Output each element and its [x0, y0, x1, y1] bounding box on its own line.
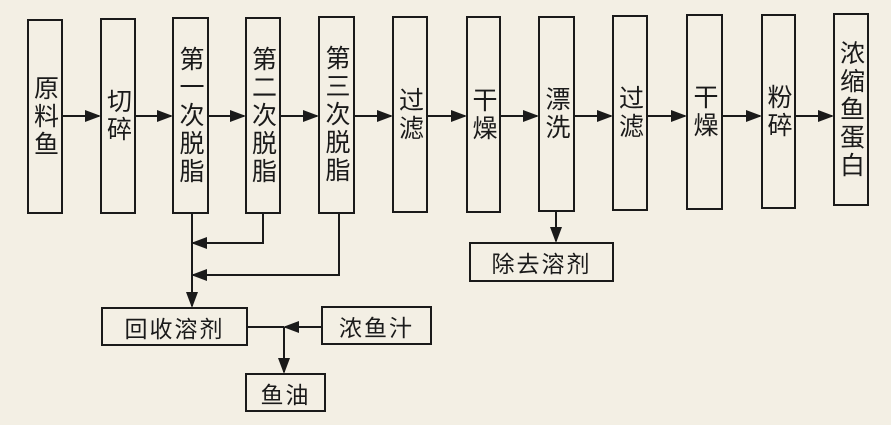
box-label: 除去溶剂 — [491, 252, 592, 278]
step-third-degrease: 第三次脱脂 — [318, 16, 355, 214]
step-label: 过滤 — [395, 86, 425, 143]
step-label: 第二次脱脂 — [248, 45, 278, 186]
step-label: 浓缩鱼蛋白 — [836, 39, 866, 180]
step-first-degrease: 第一次脱脂 — [172, 17, 209, 214]
step-rinse: 漂洗 — [538, 16, 575, 212]
step-label: 原料鱼 — [30, 74, 60, 159]
box-recover-solvent: 回收溶剂 — [101, 307, 248, 346]
step-filter-2: 过滤 — [612, 15, 648, 211]
box-fish-oil: 鱼油 — [245, 373, 326, 412]
step-label: 切碎 — [103, 88, 133, 144]
step-label: 过滤 — [615, 85, 645, 141]
step-label: 第一次脱脂 — [176, 45, 205, 186]
step-dry-1: 干燥 — [466, 16, 501, 213]
box-label: 回收溶剂 — [124, 316, 225, 343]
step-raw-fish: 原料鱼 — [27, 19, 63, 214]
box-label: 鱼油 — [260, 382, 311, 409]
step-dry-2: 干燥 — [686, 14, 723, 210]
box-remove-solvent: 除去溶剂 — [469, 242, 614, 282]
step-label: 干燥 — [690, 84, 719, 140]
step-label: 第三次脱脂 — [322, 45, 351, 185]
arrow — [191, 214, 340, 281]
step-mince: 切碎 — [100, 18, 136, 214]
box-label: 浓鱼汁 — [339, 315, 414, 342]
arrow — [191, 214, 264, 249]
box-fish-juice: 浓鱼汁 — [321, 306, 432, 345]
step-label: 粉碎 — [764, 83, 793, 140]
step-pulverize: 粉碎 — [761, 14, 796, 209]
step-label: 干燥 — [469, 86, 498, 143]
step-label: 漂洗 — [542, 86, 571, 142]
step-second-degrease: 第二次脱脂 — [245, 17, 281, 214]
step-fish-protein-concentrate: 浓缩鱼蛋白 — [833, 13, 869, 206]
step-filter-1: 过滤 — [392, 16, 428, 213]
